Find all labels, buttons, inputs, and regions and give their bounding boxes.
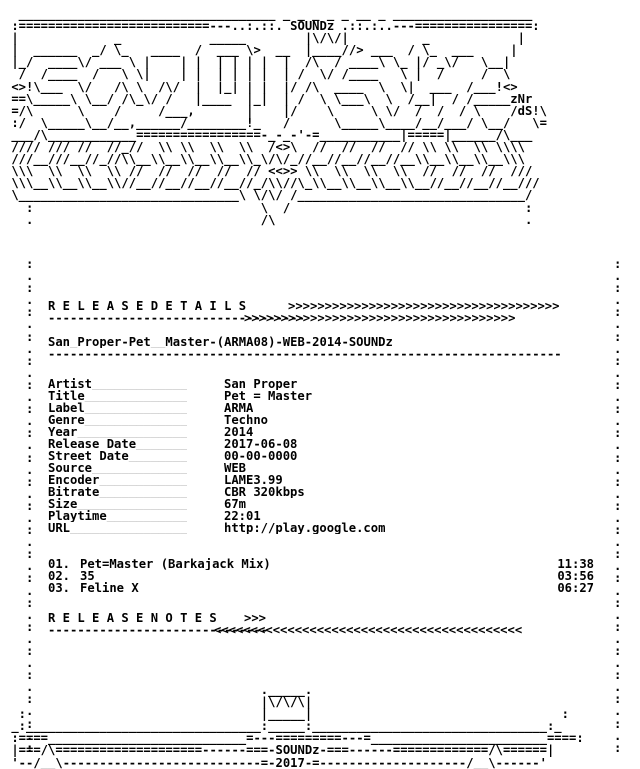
footer-art-line: |===/\====================------===-SOUN… [4,743,555,758]
release-notes-arrows: <<<<<<<<<<<<<<<<<<<<<<<<<<<<<<<<<<<<<<<<… [214,624,523,637]
field-value[interactable]: http://play.google.com [224,522,386,535]
field-value: 2017-06-08 [224,438,298,451]
field-value: Pet = Master [224,390,313,403]
soundz-ascii-logo: ___________________________________ _ _ … [4,8,636,278]
logo-art-line: ___________________________________ _ _ … [4,8,533,21]
field-key: Title______________ [48,390,188,403]
track-row: 03. Feline X 06:27 [48,582,594,594]
field-value: Techno [224,414,269,427]
release-details-title: R E L E A S E D E T A I L S [48,299,247,313]
field-row: Genre______________ Techno [48,414,608,426]
track-title: Feline X [80,582,139,595]
track-duration: 03:56 [557,570,594,583]
nfo-document: ___________________________________ _ _ … [4,8,636,769]
logo-art-line: ///__///__//_//\\__\\__\\__\\__\\_\/\/_/… [4,152,525,167]
track-row: 02. 35 03:56 [48,570,594,582]
footer-art-line: |\/\/\| [4,695,313,710]
track-number: 03. [48,582,71,595]
release-details-arrows-under: >>>>>>>>>>>>>>>>>>>>>>>>>>>>>>>>>>>>> [244,312,516,325]
field-row: Artist_____________ San Proper [48,378,608,390]
field-key: Size_______________ [48,498,188,511]
logo-art-line: =/\ \ / /___, | |/ \ \ \/ / / / \ /dS!\ [4,103,547,118]
logo-art-line: ___/\____________=================-_-_-'… [4,127,533,142]
footer-art-line: _:________________________________:_____… [4,719,562,734]
field-value: 00-00-0000 [224,450,298,463]
field-key: Source_____________ [48,462,188,475]
release-details-heading: R E L E A S E D E T A I L S >>>>>>>>>>>>… [48,299,560,313]
field-row: Year_______________ 2014 [48,426,608,438]
field-value: San Proper [224,378,298,391]
field-value: 2014 [224,426,254,439]
release-details-arrows: >>>>>>>>>>>>>>>>>>>>>>>>>>>>>>>>>>>>> [288,299,560,313]
logo-art-line: : \ / : [4,200,533,215]
field-row: Title______________ Pet = Master [48,390,608,402]
logo-art-line: \\\ \\ \\ \\ // // // // // <<>> \\ \\ \… [4,164,533,179]
logo-art-line: //// /// // //_// \\ \\ \\ \\ /<>\ // //… [4,140,525,155]
logo-art-line: |_/ ____\/ ___ \ | | | | | | | | /\ / __… [4,55,511,70]
field-key: Release Date_______ [48,438,188,451]
release-notes-arrows-top: >>> [244,612,267,625]
field-key: Artist_____________ [48,378,188,391]
logo-art-line: :==========================---..:.::. SO… [4,19,540,34]
track-duration: 06:27 [557,582,594,595]
field-key: Year_______________ [48,426,188,439]
field-row: URL________________ http://play.google.co… [48,522,608,534]
release-notes-heading: R E L E A S E N O T E S [48,612,217,624]
field-key: Encoder____________ [48,474,188,487]
field-row: Size_______________ 67m [48,498,608,510]
logo-art-line: \______________________________\ \/\/ /_… [4,188,533,203]
field-value: WEB [224,462,247,475]
release-notes-underline: ------------------------------ [48,624,269,637]
release-name-rule: ----------------------------------------… [48,348,562,361]
logo-art-line: . /\ . [4,212,533,227]
field-row: Source_____________ WEB [48,462,608,474]
release-name: San_Proper-Pet__Master-(ARMA08)-WEB-2014… [48,336,393,349]
field-row: Playtime___________ 22:01 [48,510,608,522]
left-border: : . : . : . : . : . : . : . : . : . : . … [26,258,34,754]
release-notes-title: R E L E A S E N O T E S [48,611,217,625]
footer-art-line: ._____. [4,684,313,697]
field-key: Label______________ [48,402,188,415]
track-title: 35 [80,570,95,583]
footer-art-line: :====___________________________=---====… [4,731,584,746]
field-row: Bitrate____________ CBR 320kbps [48,486,608,498]
field-key: Street Date________ [48,450,188,463]
field-key: URL________________ [48,522,188,535]
field-value: 22:01 [224,510,261,523]
logo-art-line: \\\__\\__\\__\\//__//__//__//__//_/\\//\… [4,176,540,191]
field-value: CBR 320kbps [224,486,305,499]
field-key: Playtime___________ [48,510,188,523]
logo-art-line: / /____ / \ \| | | | | | | | / \/ /____ … [4,67,511,82]
logo-art-line: | _ _____ |\/\/| _ | [4,31,525,46]
track-title: Pet=Master (Barkajack Mix) [80,558,271,571]
track-number: 01. [48,558,71,571]
field-row: Release Date_______ 2017-06-08 [48,438,608,450]
track-duration: 11:38 [557,558,594,571]
logo-art-line: <>!\___ \/ /\ \ /\/ | |_| | | |/ /\ ____… [4,79,518,94]
release-details-underline: ----------------------------------- [48,312,305,325]
field-row: Street Date________ 00-00-0000 [48,450,608,462]
field-value: LAME3.99 [224,474,283,487]
right-border: : . : . : . : . : . : . : . : . : . : . … [614,258,622,754]
field-row: Encoder____________ LAME3.99 [48,474,608,486]
field-value: ARMA [224,402,254,415]
field-value: 67m [224,498,247,511]
track-row: 01. Pet=Master (Barkajack Mix) 11:38 [48,558,594,570]
logo-art-line: | ______ _/ \_ ____ / ___ \> __ |____//>… [4,43,518,58]
field-key: Genre______________ [48,414,188,427]
footer-art-line: '--/__\---------------------------=-2017… [4,755,547,769]
footer-art-line: : |_____| : [4,707,569,722]
logo-art-line: ==\_____\ \__/ /\_\/ / |____ |_| | / \ \… [4,91,533,106]
field-key: Bitrate____________ [48,486,188,499]
field-row: Label______________ ARMA [48,402,608,414]
logo-art-line: :/ \_____\__/__,______/________!_ / \___… [4,115,547,130]
track-number: 02. [48,570,71,583]
